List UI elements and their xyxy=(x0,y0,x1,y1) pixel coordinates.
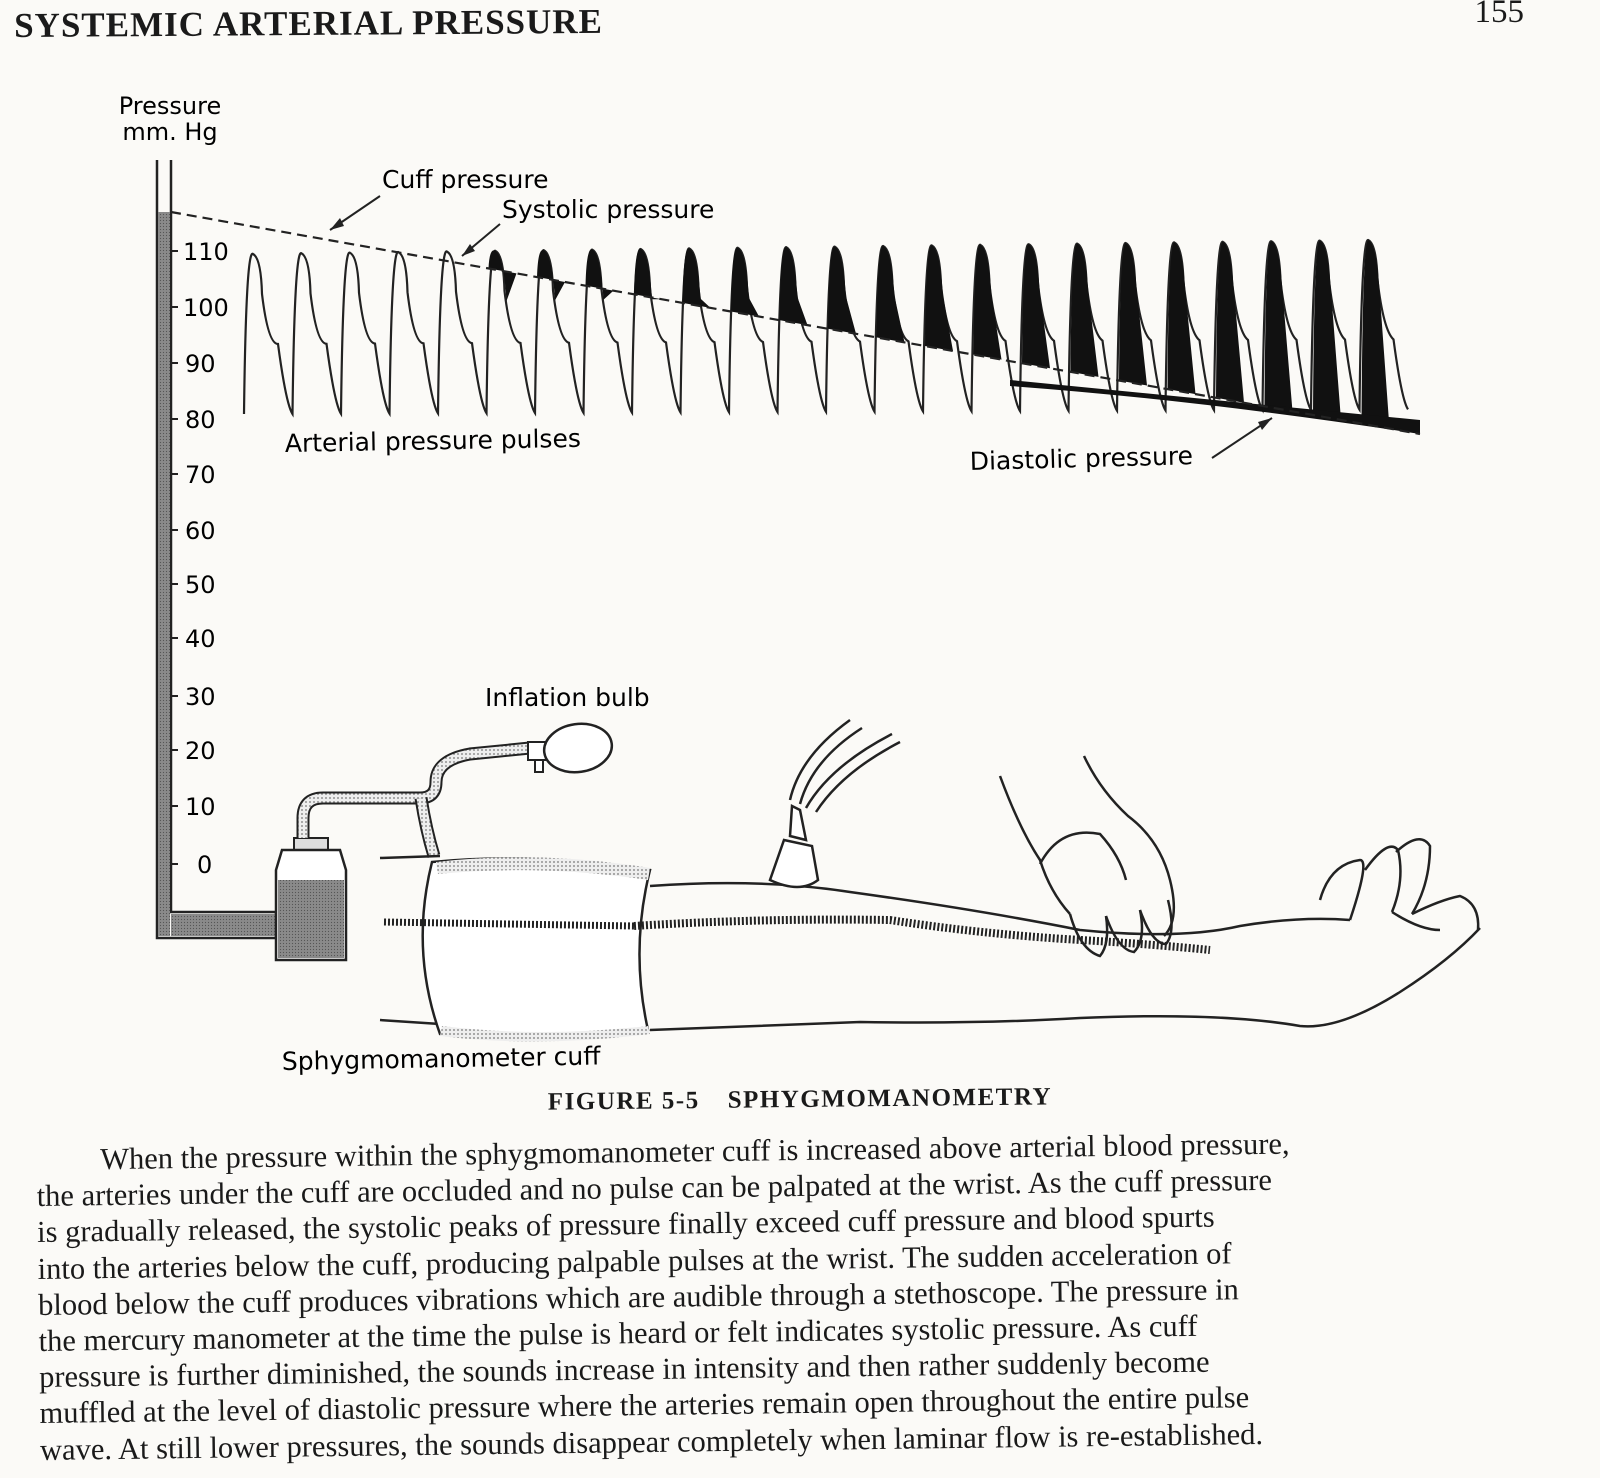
audible-pulse-fill xyxy=(1361,240,1390,429)
diastolic-fill xyxy=(1010,380,1420,434)
cuff-pressure-label: Cuff pressure xyxy=(382,165,548,194)
diastolic-pressure-label: Diastolic pressure xyxy=(969,441,1193,476)
audible-pulse-fill xyxy=(973,244,1002,360)
tick-label: 110 xyxy=(183,238,229,266)
tick-label: 50 xyxy=(185,571,216,599)
y-axis-title-line1: Pressure xyxy=(119,92,221,120)
page-number: 155 xyxy=(1474,0,1525,30)
figure-title: SPHYGMOMANOMETRY xyxy=(727,1083,1053,1114)
mercury-manometer xyxy=(155,160,278,940)
sphygmomanometry-figure: Pressure mm. Hg 110 100 90 80 70 60 50 4… xyxy=(119,92,1481,1076)
tick-label: 100 xyxy=(183,294,229,322)
audible-pulse-fill xyxy=(537,249,565,301)
tick-label: 70 xyxy=(185,461,216,489)
stethoscope xyxy=(768,718,901,889)
artery-under-cuff xyxy=(383,918,635,930)
inflation-bulb xyxy=(527,722,614,774)
cuff-label: Sphygmomanometer cuff xyxy=(282,1041,602,1076)
audible-pulse-fill xyxy=(682,248,711,308)
body-paragraph: When the pressure within the sphygmomano… xyxy=(36,1122,1575,1468)
audible-pulse-fill xyxy=(779,247,808,326)
audible-pulse-fill xyxy=(488,250,517,301)
audible-pulse-fill xyxy=(1070,243,1099,377)
tick-label: 10 xyxy=(185,793,216,821)
y-axis-title-line2: mm. Hg xyxy=(122,118,217,146)
tick-label: 60 xyxy=(185,517,216,545)
rubber-tubing xyxy=(296,741,531,858)
audible-pulse-fill xyxy=(828,246,856,334)
inflation-bulb-label: Inflation bulb xyxy=(485,683,650,712)
tick-label: 30 xyxy=(185,683,216,711)
audible-pulse-fill xyxy=(925,245,953,351)
pulse-waveform xyxy=(242,239,1409,418)
arterial-pressure-pulses xyxy=(242,239,1420,434)
tick-label: 80 xyxy=(185,406,216,434)
figure-caption: FIGURE 5-5 SPHYGMOMANOMETRY xyxy=(0,1078,1600,1123)
tick-label: 40 xyxy=(185,625,216,653)
audible-pulse-fill xyxy=(1119,243,1147,386)
audible-pulse-fill xyxy=(876,246,905,343)
tick-label: 0 xyxy=(197,851,212,879)
tick-label: 20 xyxy=(185,737,216,765)
palpating-hand xyxy=(998,755,1176,958)
arterial-pulses-label: Arterial pressure pulses xyxy=(285,424,581,458)
audible-pulse-fill xyxy=(585,249,614,300)
audible-pulse-fill xyxy=(1216,241,1244,403)
audible-pulse-fill xyxy=(1022,244,1050,369)
cuff-pressure-line xyxy=(170,210,1421,436)
tick-label: 90 xyxy=(185,350,216,378)
artery-below-cuff xyxy=(633,915,1211,954)
figure-number: FIGURE 5-5 xyxy=(547,1087,700,1116)
audible-pulse-fill xyxy=(731,247,759,317)
sphygmomanometer-cuff xyxy=(421,857,652,1042)
y-axis-ticks: 110 100 90 80 70 60 50 40 30 20 10 0 xyxy=(171,238,229,879)
audible-pulse-fill xyxy=(1313,240,1341,420)
audible-pulse-fill xyxy=(1264,241,1293,412)
audible-pulse-fill xyxy=(1167,242,1196,395)
systolic-pressure-label: Systolic pressure xyxy=(502,195,714,224)
audible-pulse-fill xyxy=(634,248,662,300)
mercury-reservoir xyxy=(274,837,348,962)
